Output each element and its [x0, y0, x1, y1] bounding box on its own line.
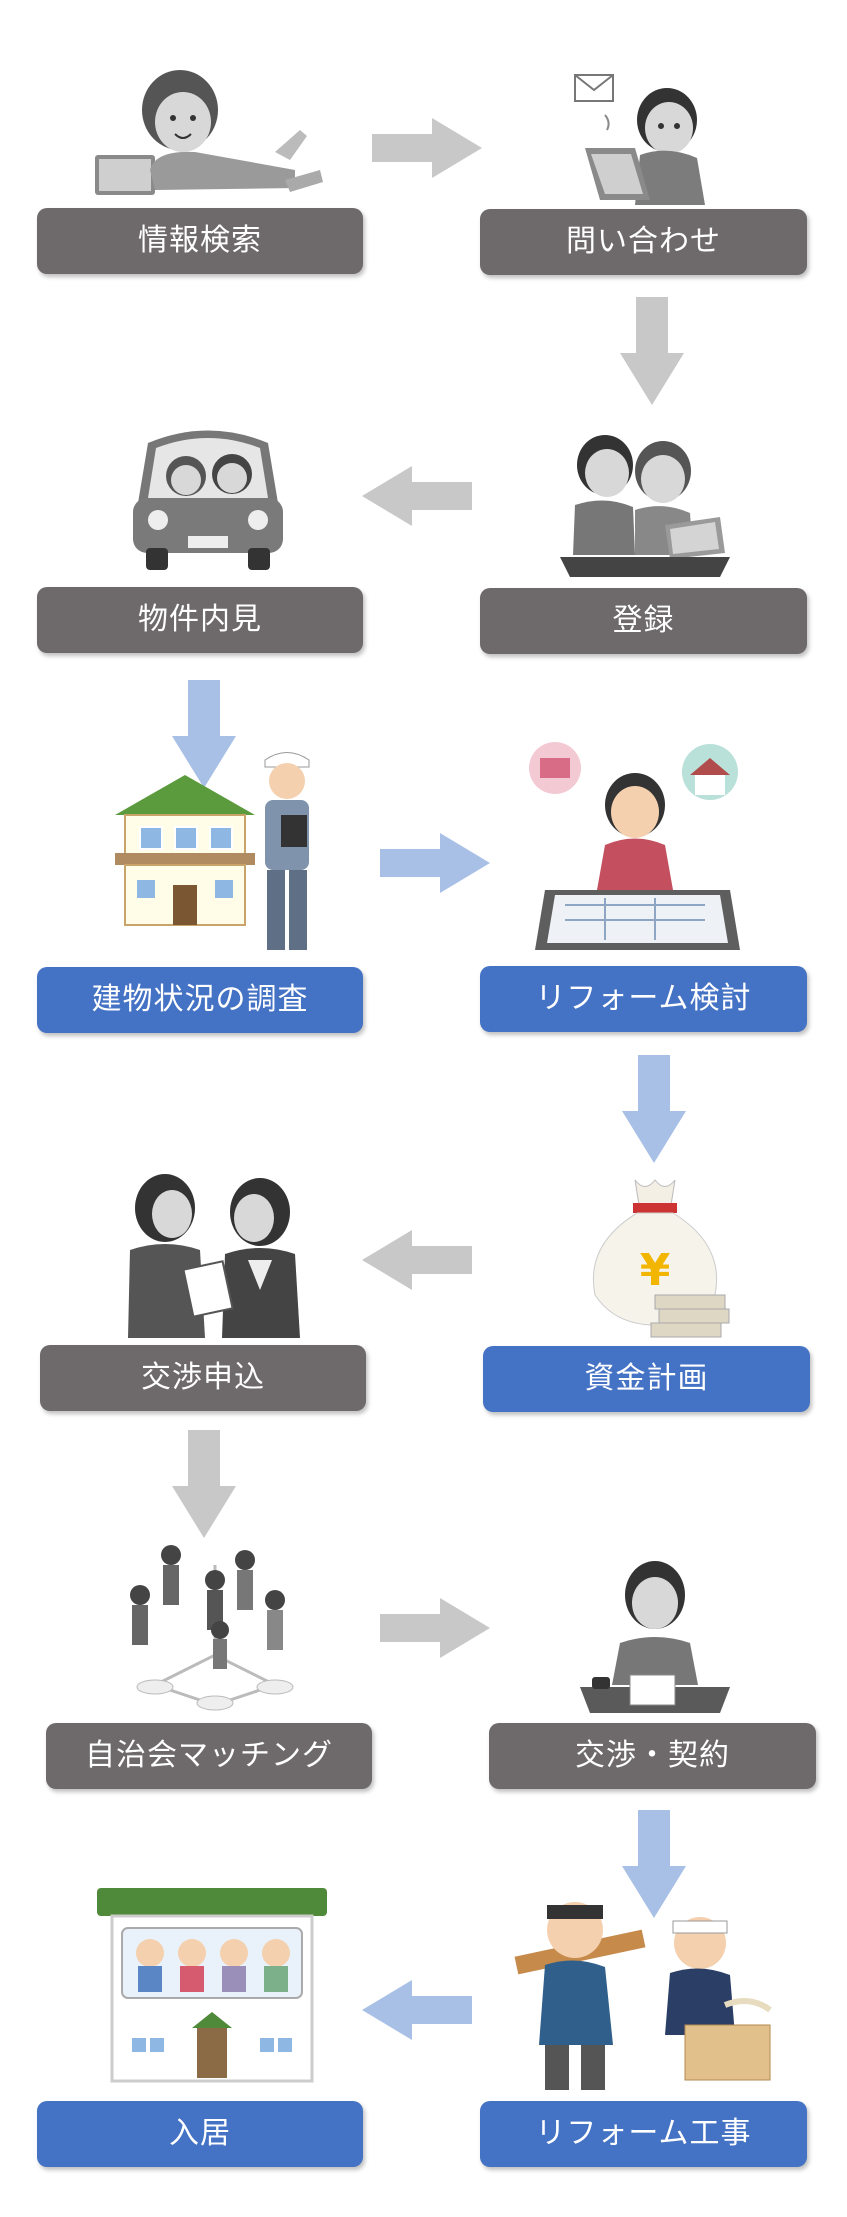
step-label: 入居 — [37, 2101, 363, 2167]
step-label: 自治会マッチング — [46, 1723, 372, 1789]
step-label: 情報検索 — [37, 208, 363, 274]
two-women-document-icon — [128, 1174, 300, 1338]
arrow-right-icon — [380, 833, 490, 893]
person-laptop-lying-icon — [95, 70, 323, 195]
woman-signing-icon — [580, 1561, 730, 1713]
step-label: 建物状況の調査 — [37, 967, 363, 1033]
money-bag-yen-icon: ¥ — [592, 1179, 730, 1338]
arrow-right-icon — [372, 118, 482, 178]
house-inspector-icon — [115, 752, 310, 950]
arrow-down-icon — [172, 680, 236, 788]
arrow-down-icon — [622, 1055, 686, 1163]
arrow-down-icon — [172, 1430, 236, 1538]
arrow-down-icon — [622, 1810, 686, 1918]
arrow-left-icon — [362, 1230, 472, 1290]
person-laptop-mail-icon — [574, 74, 705, 205]
step-label: リフォーム検討 — [480, 966, 807, 1032]
arrow-down-icon — [620, 297, 684, 405]
step-label: リフォーム工事 — [480, 2101, 807, 2167]
community-network-icon — [130, 1545, 294, 1711]
svg-text:¥: ¥ — [640, 1245, 671, 1296]
step-label: 資金計画 — [483, 1346, 810, 1412]
arrow-left-icon — [362, 466, 472, 526]
step-label: 物件内見 — [37, 587, 363, 653]
step-label: 問い合わせ — [480, 209, 807, 275]
carpenters-icon — [514, 1902, 772, 2090]
step-label: 登録 — [480, 588, 807, 654]
family-house-icon — [97, 1888, 327, 2083]
car-couple-icon — [133, 430, 283, 570]
arrow-right-icon — [380, 1598, 490, 1658]
woman-blueprint-icon — [529, 742, 740, 950]
arrow-left-icon — [362, 1980, 472, 2040]
step-label: 交渉・契約 — [489, 1723, 816, 1789]
couple-laptop-icon — [560, 435, 730, 577]
step-label: 交渉申込 — [40, 1345, 366, 1411]
